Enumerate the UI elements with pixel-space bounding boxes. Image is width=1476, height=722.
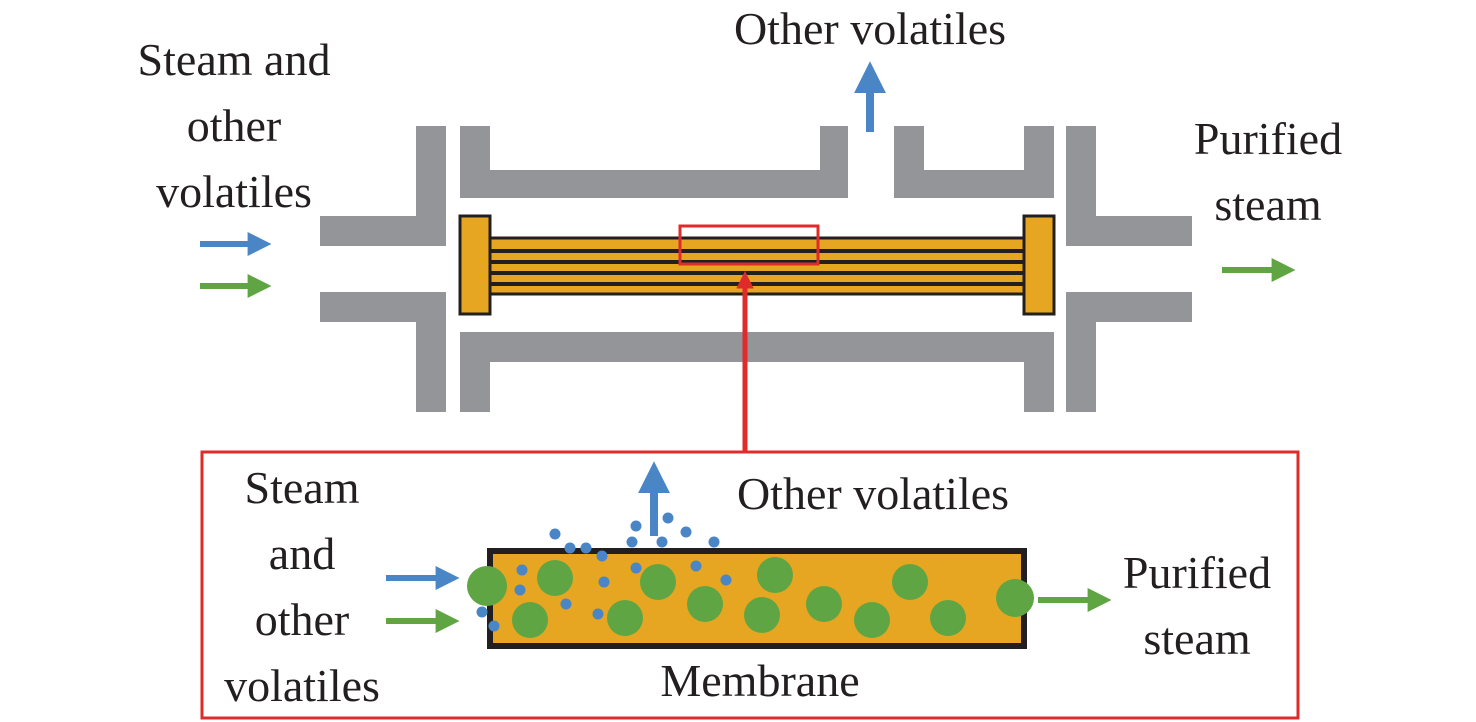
steam-particle	[512, 602, 548, 638]
steam-particle	[537, 560, 573, 596]
top-inlet-label: Steam and other volatiles	[112, 27, 356, 225]
top-inlet-line-3: volatiles	[156, 166, 312, 217]
detail-inlet-line-4: volatiles	[224, 660, 380, 711]
steam-particle	[996, 579, 1034, 617]
volatile-particle	[720, 574, 732, 586]
detail-inlet-line-1: Steam	[244, 462, 360, 513]
zoom-region-box	[678, 224, 820, 266]
top-inlet-line-2: other	[186, 100, 282, 151]
steam-particle	[806, 586, 842, 622]
top-inlet-line-1: Steam and	[137, 34, 331, 85]
volatile-particle	[514, 584, 526, 596]
top-outlet-line-2: steam	[1214, 179, 1322, 230]
volatile-particle	[656, 536, 668, 548]
volatile-particle	[516, 564, 528, 576]
left-flange-upper	[320, 126, 446, 246]
volatile-particle	[598, 576, 610, 588]
detail-outlet-volatiles-label: Other volatiles	[736, 468, 1010, 519]
steam-particle	[854, 602, 890, 638]
right-end-cap	[1022, 214, 1056, 316]
steam-particle	[892, 564, 928, 600]
right-flange-upper	[1066, 126, 1192, 246]
module-housing	[320, 126, 1192, 412]
volatile-particle	[564, 542, 576, 554]
membrane-label: Membrane	[660, 655, 860, 706]
steam-particle	[744, 597, 780, 633]
shell-bottom	[460, 332, 1054, 412]
detail-panel-frame	[200, 450, 1300, 720]
detail-inlet-line-3: other	[254, 594, 350, 645]
volatile-particle	[690, 560, 702, 572]
detail-outlet-line-1: Purified	[1122, 547, 1272, 598]
volatile-particle	[488, 620, 500, 632]
detail-inlet-line-2: and	[268, 528, 336, 579]
volatile-particle	[549, 528, 561, 540]
steam-particle	[930, 600, 966, 636]
volatile-particle	[476, 606, 488, 618]
particle-layer	[467, 512, 1034, 638]
steam-particle	[467, 566, 507, 606]
volatile-particle	[708, 536, 720, 548]
left-flange-lower	[320, 292, 446, 412]
steam-particle	[757, 557, 793, 593]
volatile-particle	[580, 542, 592, 554]
membrane-bundle	[458, 214, 1056, 316]
shell-top-left	[460, 126, 848, 198]
volatile-particle	[592, 608, 604, 620]
top-outlet-volatiles-label: Other volatiles	[733, 3, 1007, 54]
volatile-particle	[630, 520, 642, 532]
detail-purified-steam-label: Purified steam	[1100, 540, 1294, 672]
volatile-particle	[662, 512, 674, 524]
right-flange-lower	[1066, 292, 1192, 412]
left-end-cap	[458, 214, 492, 316]
top-outlet-line-1: Purified	[1193, 113, 1343, 164]
shell-top-right	[894, 126, 1054, 198]
steam-particle	[687, 586, 723, 622]
top-purified-steam-label: Purified steam	[1166, 106, 1370, 238]
volatile-particle	[680, 526, 692, 538]
volatile-particle	[630, 562, 642, 574]
membrane-tube-lines	[488, 249, 1026, 286]
volatile-particle	[626, 536, 638, 548]
volatile-particle	[560, 598, 572, 610]
detail-outlet-line-2: steam	[1143, 613, 1251, 664]
volatile-particle	[596, 550, 608, 562]
steam-particle	[640, 564, 676, 600]
detail-inlet-label: Steam and other volatiles	[204, 455, 400, 719]
steam-particle	[607, 600, 643, 636]
